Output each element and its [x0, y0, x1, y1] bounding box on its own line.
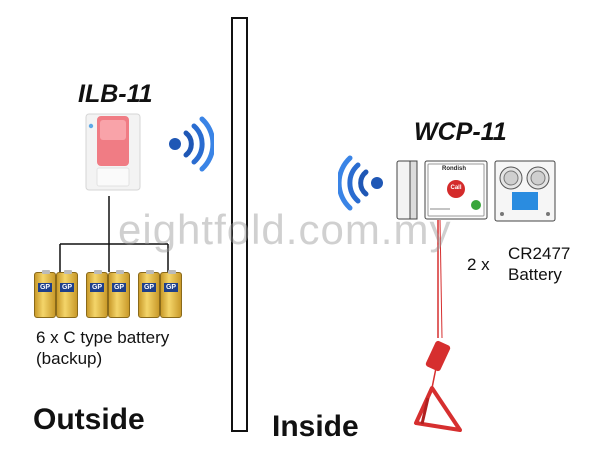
lamp-device-icon [85, 113, 141, 191]
battery-description-line2: (backup) [36, 349, 103, 368]
outside-zone-label: Outside [33, 403, 145, 436]
cr-battery-count: 2 x [467, 255, 490, 274]
wireless-signal-icon [166, 116, 216, 172]
battery-wiring-lines [59, 196, 169, 272]
c-battery-icon: GP [138, 270, 160, 318]
wcp-model-label: WCP-11 [414, 118, 507, 146]
wireless-signal-icon [336, 155, 386, 211]
cr-battery-type-line2: Battery [508, 265, 562, 284]
watermark-text: eightfold.com.my [118, 206, 452, 253]
battery-description-line1: 6 x C type battery [36, 328, 170, 347]
c-battery-icon: GP [160, 270, 182, 318]
cr-battery-type-line1: CR2477 [508, 244, 571, 263]
pull-cord-icon [414, 219, 462, 432]
c-battery-icon: GP [86, 270, 108, 318]
cr-battery-type: CR2477 Battery [508, 243, 570, 285]
panel-brand-text: Rondish [442, 166, 466, 172]
wcp-front-panel: Rondish Call [424, 160, 488, 220]
c-battery-icon: GP [34, 270, 56, 318]
ilb-model-label: ILB-11 [78, 80, 153, 108]
battery-description: 6 x C type battery (backup) [36, 327, 169, 369]
call-button: Call [450, 185, 462, 191]
inside-zone-label: Inside [272, 410, 359, 443]
wcp-back-panel [494, 160, 556, 222]
wall-divider [231, 17, 248, 432]
c-battery-icon: GP [108, 270, 130, 318]
ilb-lamp-unit [84, 112, 142, 192]
wcp-side-view [396, 160, 418, 220]
c-battery-icon: GP [56, 270, 78, 318]
c-battery-group: GP GP GP GP GP GP [34, 270, 184, 322]
